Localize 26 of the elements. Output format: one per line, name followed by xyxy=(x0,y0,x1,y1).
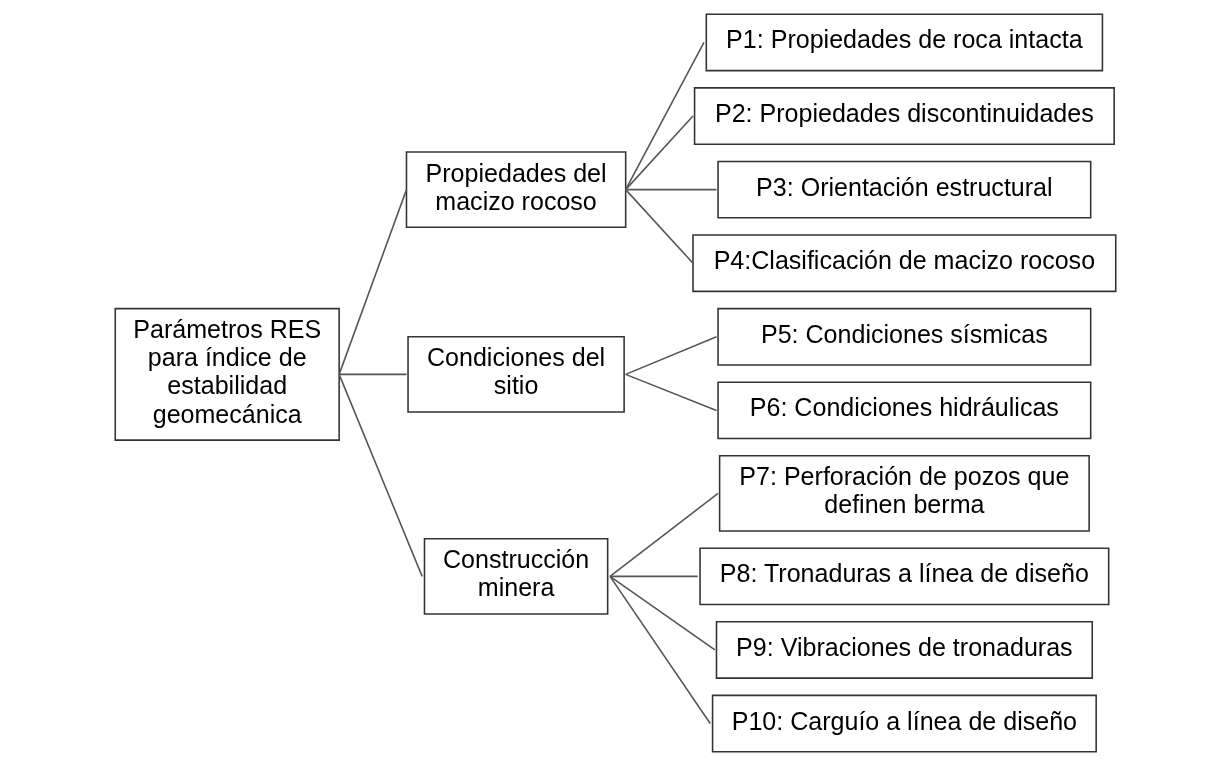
connector xyxy=(608,575,711,725)
node-box: P6: Condiciones hidráulicas xyxy=(716,381,1091,440)
connector xyxy=(624,336,717,376)
node-box: Construcción minera xyxy=(423,538,608,615)
connector xyxy=(624,188,694,264)
connector xyxy=(337,373,407,376)
node-box: P2: Propiedades discontinuidades xyxy=(693,87,1115,145)
node-box: P10: Carguío a línea de diseño xyxy=(711,694,1097,753)
node-box: Propiedades del macizo rocoso xyxy=(405,151,626,228)
node-box: P9: Vibraciones de tronaduras xyxy=(715,621,1093,679)
connector xyxy=(337,188,407,376)
connector xyxy=(624,373,717,412)
connector xyxy=(608,575,716,651)
node-box: P5: Condiciones sísmicas xyxy=(716,307,1091,366)
node-box: P7: Perforación de pozos que definen berma xyxy=(718,455,1090,532)
node-box: Condiciones del sitio xyxy=(406,336,625,413)
node-box: P4:Clasificación de macizo rocoso xyxy=(691,234,1117,293)
connector xyxy=(624,188,717,191)
connector xyxy=(608,492,719,578)
connector xyxy=(337,373,423,578)
node-box: Parámetros RES para índice de estabilidad geomecánica xyxy=(113,307,340,441)
node-box: P3: Orientación estructural xyxy=(716,160,1091,219)
node-box: P8: Tronaduras a línea de diseño xyxy=(698,547,1109,606)
connector xyxy=(624,115,694,191)
connector xyxy=(624,41,705,191)
node-box: P1: Propiedades de roca intacta xyxy=(705,13,1103,72)
